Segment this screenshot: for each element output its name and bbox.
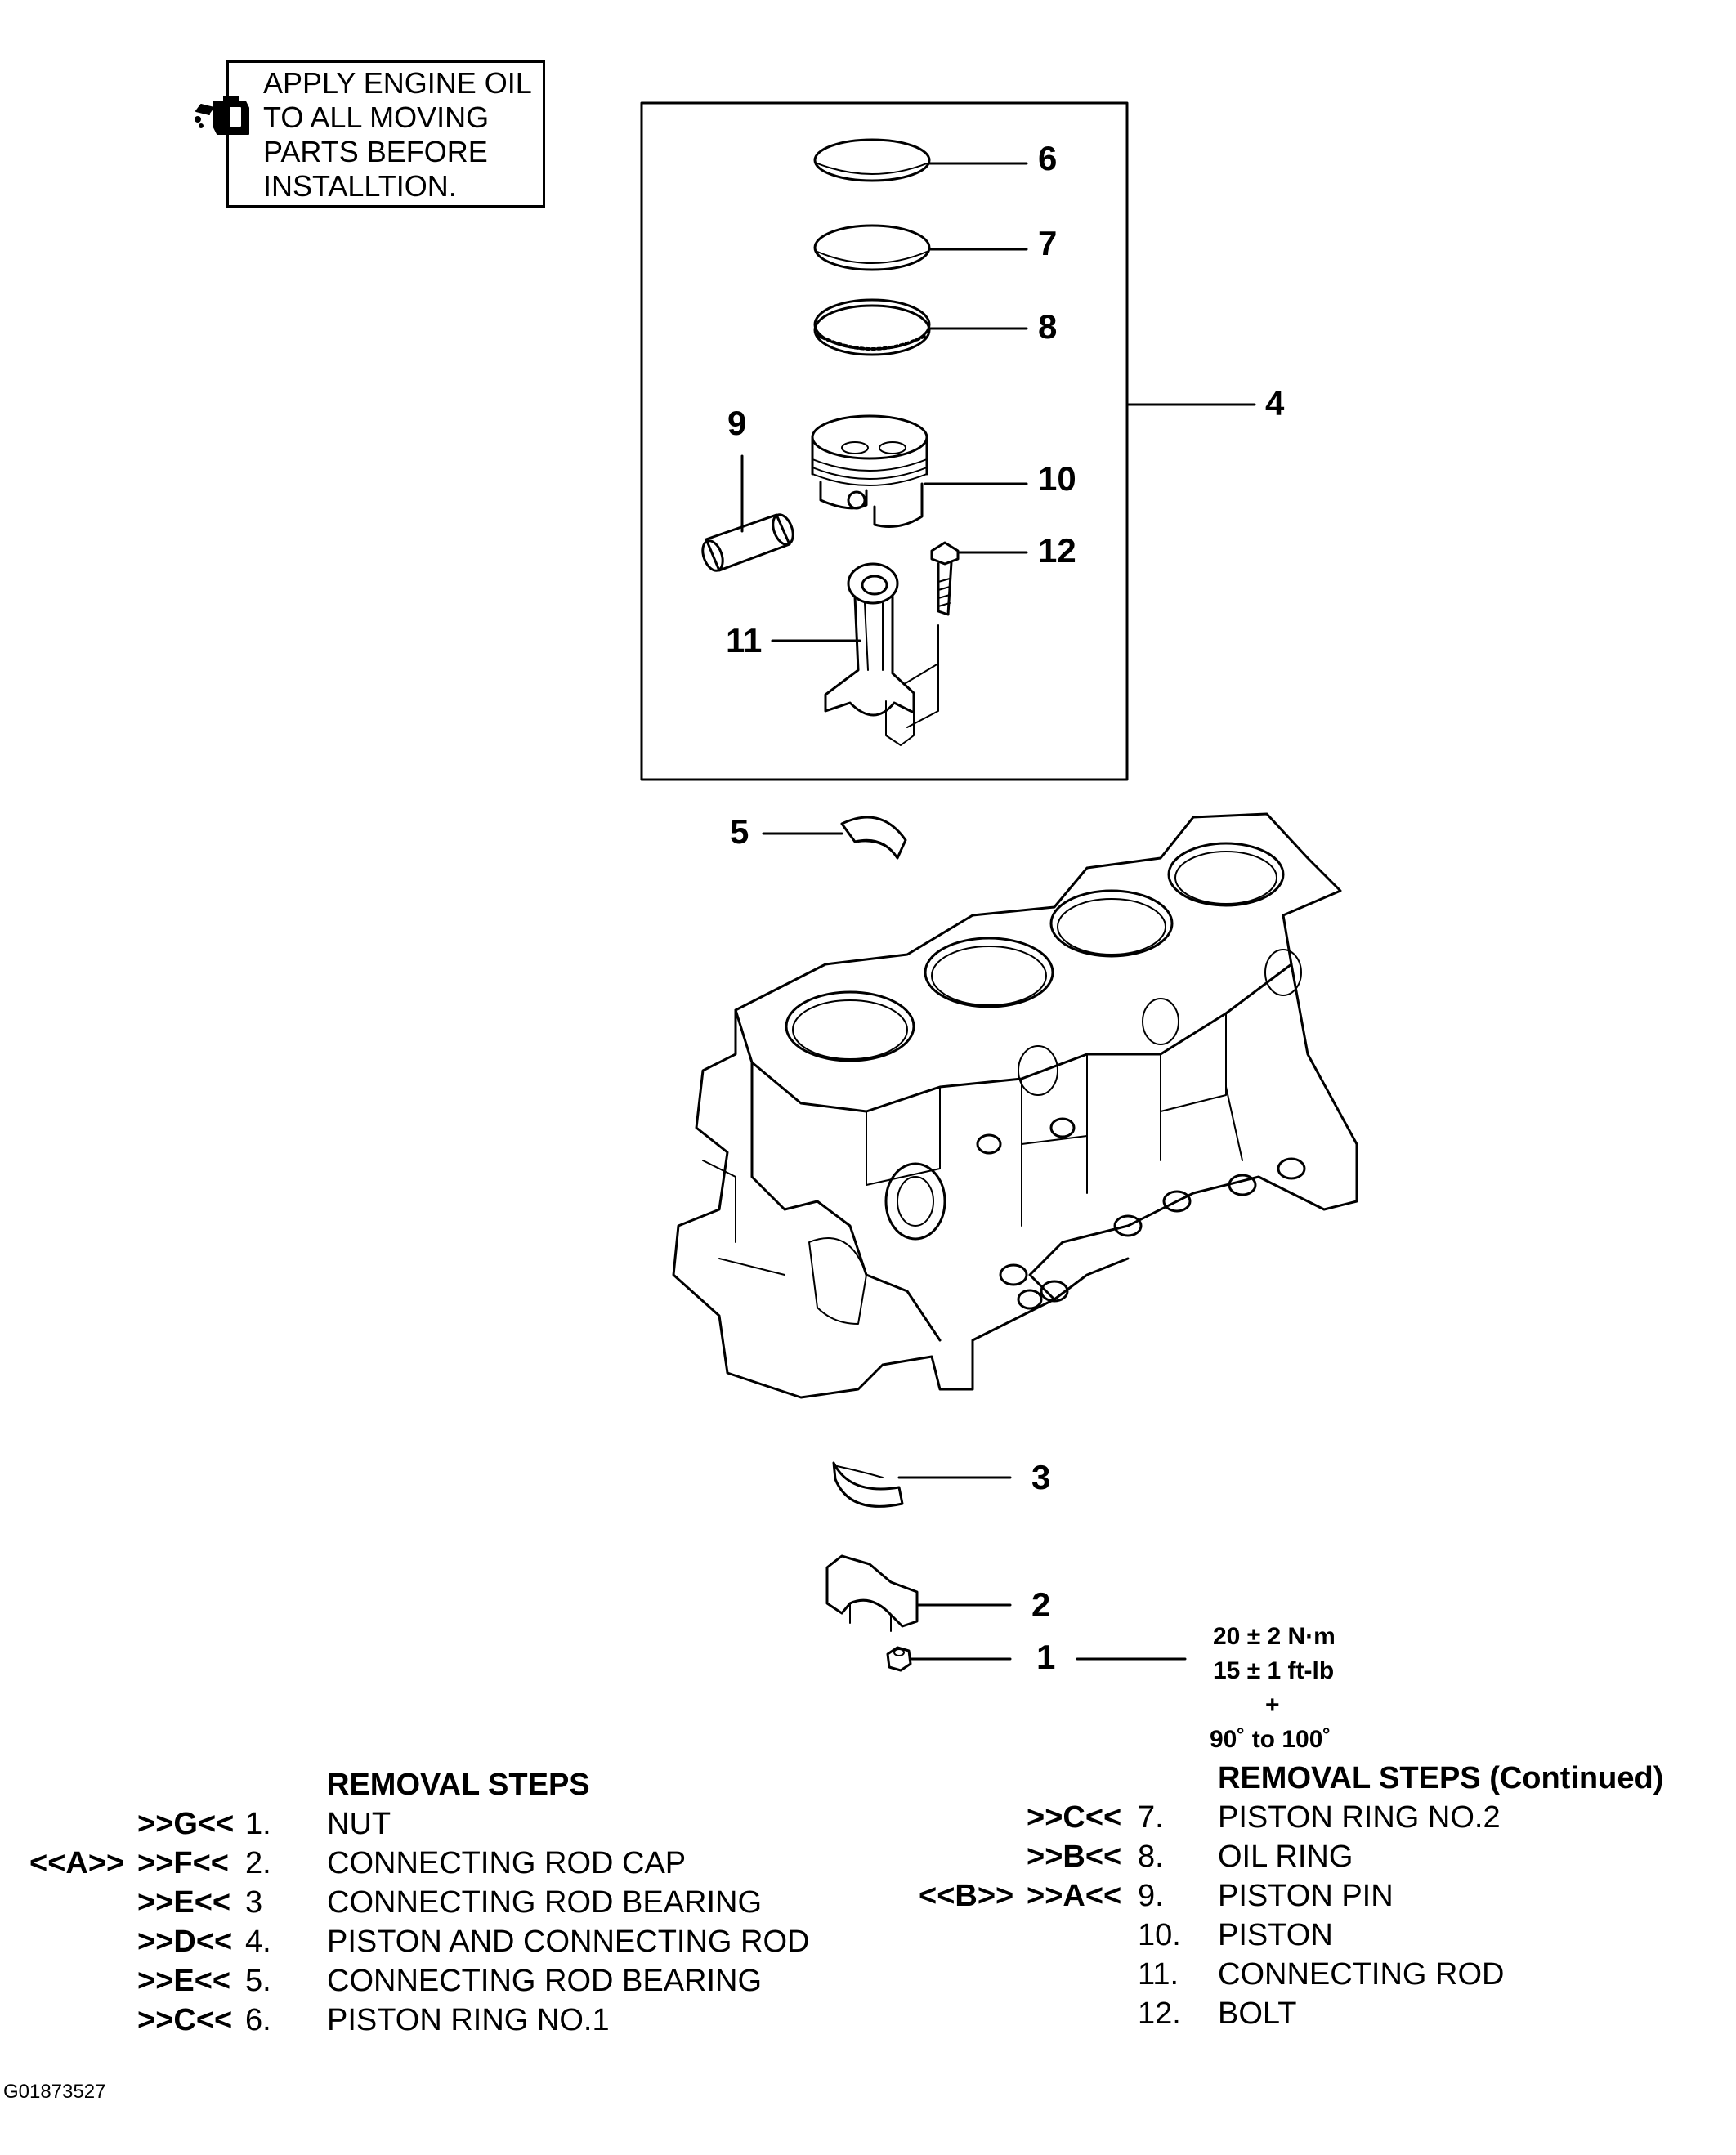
step-label: BOLT <box>1218 1996 1297 2031</box>
step-mark: >>E<< <box>137 1885 231 1920</box>
callout-11: 11 <box>726 621 763 659</box>
step-number: 7. <box>1138 1800 1164 1835</box>
step-number: 4. <box>245 1925 271 1959</box>
step-mark: >>C<< <box>137 2003 233 2037</box>
step-mark: >>B<< <box>1027 1840 1122 1874</box>
step-label: PISTON RING NO.1 <box>327 2003 610 2037</box>
note-line-3: PARTS BEFORE <box>263 135 488 168</box>
step-label: CONNECTING ROD BEARING <box>327 1964 763 1998</box>
oil-ring <box>813 298 931 356</box>
step-number: 10. <box>1138 1918 1181 1952</box>
step-mark: >>C<< <box>1027 1800 1122 1835</box>
torque-nm: 20 ± 2 N·m <box>1213 1623 1336 1650</box>
piston <box>811 414 928 528</box>
step-mark: >>F<< <box>137 1846 229 1880</box>
step-number: 6. <box>245 2003 271 2037</box>
engine-oil-note-box <box>226 60 545 208</box>
connecting-rod <box>824 562 915 746</box>
step-pre-mark: <<A>> <box>29 1846 125 1880</box>
step-mark: >>G<< <box>137 1807 235 1841</box>
piston-pin <box>701 513 794 572</box>
step-label: CONNECTING ROD BEARING <box>327 1885 763 1920</box>
step-number: 2. <box>245 1846 271 1880</box>
callout-7: 7 <box>1038 224 1058 262</box>
note-line-4: INSTALLTION. <box>263 169 457 203</box>
removal-steps-continued-title: REMOVAL STEPS (Continued) <box>1218 1761 1664 1795</box>
step-number: 8. <box>1138 1840 1164 1874</box>
step-label: PISTON PIN <box>1218 1879 1394 1913</box>
torque-ftlb: 15 ± 1 ft-lb <box>1213 1657 1335 1684</box>
callout-12: 12 <box>1038 531 1076 570</box>
piston-ring-2 <box>813 224 931 271</box>
nut <box>886 1646 912 1672</box>
note-line-1: APPLY ENGINE OIL <box>263 66 532 100</box>
step-label: CONNECTING ROD CAP <box>327 1846 687 1880</box>
note-line-2: TO ALL MOVING <box>263 101 490 134</box>
piston-assembly-box <box>640 101 1129 781</box>
step-number: 5. <box>245 1964 271 1998</box>
torque-angle: 90˚ to 100˚ <box>1210 1726 1331 1753</box>
piston-ring-1 <box>813 138 931 182</box>
step-pre-mark: <<B>> <box>919 1879 1014 1913</box>
callout-4: 4 <box>1265 384 1285 423</box>
step-label: PISTON <box>1218 1918 1333 1952</box>
callout-1: 1 <box>1036 1638 1056 1676</box>
cylinder-block <box>672 812 1358 1399</box>
figure-code: G01873527 <box>3 2081 106 2103</box>
callout-3: 3 <box>1031 1458 1051 1496</box>
torque-plus: + <box>1265 1692 1280 1719</box>
step-number: 1. <box>245 1807 271 1841</box>
callout-6: 6 <box>1038 139 1058 177</box>
callout-2: 2 <box>1031 1585 1051 1624</box>
step-label: OIL RING <box>1218 1840 1353 1874</box>
oil-can-icon <box>195 96 249 135</box>
connecting-rod-cap <box>825 1554 919 1632</box>
step-number: 9. <box>1138 1879 1164 1913</box>
step-number: 12. <box>1138 1996 1181 2031</box>
step-label: NUT <box>327 1807 391 1841</box>
rod-bolt <box>930 541 960 616</box>
removal-steps-title: REMOVAL STEPS <box>327 1768 590 1802</box>
step-mark: >>A<< <box>1027 1879 1122 1913</box>
step-label: PISTON AND CONNECTING ROD <box>327 1925 810 1959</box>
callout-5: 5 <box>730 812 749 851</box>
callout-8: 8 <box>1038 307 1058 346</box>
bolt-install-line <box>905 624 939 728</box>
step-number: 3 <box>245 1885 263 1920</box>
step-mark: >>D<< <box>137 1925 233 1959</box>
step-number: 11. <box>1138 1957 1179 1992</box>
connecting-rod-bearing-lower <box>832 1461 904 1508</box>
callout-10: 10 <box>1038 459 1076 498</box>
step-mark: >>E<< <box>137 1964 231 1998</box>
callout-9: 9 <box>727 404 747 442</box>
step-label: PISTON RING NO.2 <box>1218 1800 1501 1835</box>
step-label: CONNECTING ROD <box>1218 1957 1505 1992</box>
connecting-rod-bearing-upper <box>840 816 907 860</box>
